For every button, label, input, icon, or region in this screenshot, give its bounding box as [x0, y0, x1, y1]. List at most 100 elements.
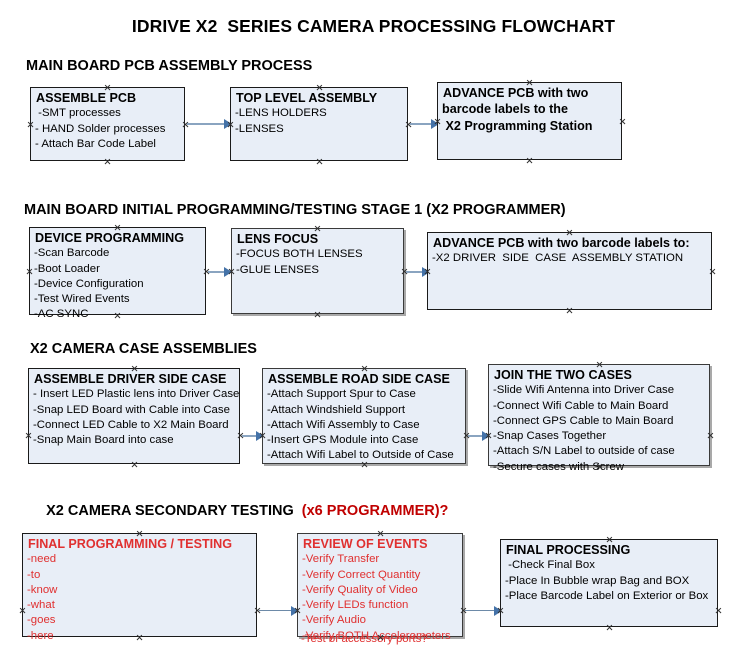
node-line: -Scan Barcode	[34, 247, 110, 260]
node-body: -Slide Wifi Antenna into Driver Case -Co…	[489, 383, 709, 475]
connector-lens-focus-to-advance-pcb-driver[interactable]	[406, 271, 426, 273]
node-line: -Boot Loader	[34, 262, 100, 275]
node-line: -Test Wired Events	[34, 293, 130, 306]
node-line: -LENSES	[235, 122, 284, 135]
node-line: -Attach Wifi Assembly to Case	[267, 418, 420, 431]
node-title: LENS FOCUS	[237, 232, 319, 246]
node-join-the-two-cases[interactable]: JOIN THE TWO CASES -Slide Wifi Antenna i…	[488, 364, 710, 473]
node-title: DEVICE PROGRAMMING	[35, 231, 185, 245]
node-line: -Verify Quality of Video	[302, 583, 418, 596]
node-review-of-events[interactable]: REVIEW OF EVENTS -Verify Transfer -Verif…	[297, 533, 463, 642]
connector-review-to-final-processing[interactable]	[465, 610, 498, 612]
node-line: -Snap LED Board with Cable into Case	[33, 403, 230, 416]
node-line: -Attach Windshield Support	[267, 403, 406, 416]
node-title: ASSEMBLE DRIVER SIDE CASE	[34, 372, 227, 386]
node-line: -Place Barcode Label on Exterior or Box	[505, 589, 709, 602]
node-line: -here	[27, 629, 54, 642]
node-line: -Insert GPS Module into Case	[267, 434, 419, 447]
node-line: -to	[27, 568, 41, 581]
arrowhead-icon	[431, 119, 439, 129]
node-title: FINAL PROGRAMMING / TESTING	[28, 537, 233, 551]
node-overflow-line: -Test of accessory ports?	[301, 633, 428, 645]
node-assemble-pcb[interactable]: ASSEMBLE PCB -SMT processes - HAND Solde…	[30, 87, 185, 161]
arrowhead-icon	[482, 431, 490, 441]
node-line: -Connect GPS Cable to Main Board	[493, 414, 674, 427]
node-line: -Connect Wifi Cable to Main Board	[493, 399, 669, 412]
node-assemble-road-side-case[interactable]: ASSEMBLE ROAD SIDE CASE -Attach Support …	[262, 368, 466, 464]
node-body: -Verify Transfer -Verify Correct Quantit…	[298, 552, 462, 644]
node-line: -GLUE LENSES	[236, 263, 319, 276]
node-line: -Slide Wifi Antenna into Driver Case	[493, 384, 675, 397]
node-line: -Attach Wifi Label to Outside of Case	[267, 449, 454, 462]
node-line: -Snap Main Board into case	[33, 434, 174, 447]
node-body: barcode labels to the X2 Programming Sta…	[438, 101, 621, 135]
node-assemble-driver-side-case[interactable]: ASSEMBLE DRIVER SIDE CASE - Insert LED P…	[28, 368, 240, 464]
node-line: -Verify Transfer	[302, 553, 380, 566]
node-line: -Device Configuration	[34, 277, 144, 290]
node-body: -SMT processes - HAND Solder processes -…	[31, 106, 184, 152]
node-title: TOP LEVEL ASSEMBLY	[236, 91, 378, 105]
node-title: REVIEW OF EVENTS	[303, 537, 428, 551]
node-body: - Insert LED Plastic lens into Driver Ca…	[29, 387, 239, 448]
arrowhead-icon	[256, 431, 264, 441]
node-line: -know	[27, 583, 58, 596]
connector-final-programming-to-review[interactable]	[259, 610, 295, 612]
node-line: -Verify Correct Quantity	[302, 568, 421, 581]
node-line: -Snap Cases Together	[493, 430, 607, 443]
section-heading-text: X2 CAMERA SECONDARY TESTING	[46, 503, 298, 519]
node-line: - Attach Bar Code Label	[35, 137, 156, 150]
arrowhead-icon	[494, 606, 502, 616]
node-line: - Insert LED Plastic lens into Driver Ca…	[33, 388, 240, 401]
node-body: -FOCUS BOTH LENSES -GLUE LENSES	[232, 247, 403, 278]
node-device-programming[interactable]: DEVICE PROGRAMMING -Scan Barcode -Boot L…	[29, 227, 206, 320]
node-line: -X2 DRIVER SIDE CASE ASSEMBLY STATION	[432, 252, 684, 265]
node-final-programming-testing[interactable]: FINAL PROGRAMMING / TESTING -need -to -k…	[22, 533, 257, 642]
connector-assemble-pcb-to-top-level[interactable]	[187, 123, 227, 125]
node-lens-focus[interactable]: LENS FOCUS -FOCUS BOTH LENSES -GLUE LENS…	[231, 228, 404, 314]
arrowhead-icon	[224, 267, 232, 277]
arrowhead-icon	[291, 606, 299, 616]
node-line: -Connect LED Cable to X2 Main Board	[33, 418, 229, 431]
node-title: ADVANCE PCB with two barcode labels to:	[433, 236, 690, 250]
node-line: -SMT processes	[35, 107, 121, 120]
node-line: -LENS HOLDERS	[235, 107, 327, 120]
node-line: X2 Programming Station	[442, 119, 593, 134]
page-title: IDRIVE X2 SERIES CAMERA PROCESSING FLOWC…	[131, 16, 616, 36]
arrowhead-icon	[224, 119, 232, 129]
node-body: -LENS HOLDERS -LENSES	[231, 106, 407, 137]
node-line: -Verify BOTH Accelerometers	[302, 629, 451, 642]
node-title: FINAL PROCESSING	[506, 543, 631, 557]
connector-driver-case-to-road-case[interactable]	[242, 435, 260, 437]
node-advance-pcb-programming-station[interactable]: ADVANCE PCB with two barcode labels to t…	[437, 82, 622, 160]
section-heading-x2-camera-secondary-testing: X2 CAMERA SECONDARY TESTING (x6 PROGRAMM…	[30, 487, 448, 535]
node-line: - HAND Solder processes	[35, 122, 166, 135]
node-body: -X2 DRIVER SIDE CASE ASSEMBLY STATION	[428, 251, 711, 266]
node-line: -Verify LEDs function	[302, 599, 409, 612]
node-body: -Attach Support Spur to Case -Attach Win…	[263, 387, 465, 463]
node-body: -Check Final Box -Place In Bubble wrap B…	[501, 558, 717, 604]
node-title: ASSEMBLE ROAD SIDE CASE	[268, 372, 450, 386]
node-advance-pcb-driver-side[interactable]: ADVANCE PCB with two barcode labels to: …	[427, 232, 712, 310]
node-final-processing[interactable]: FINAL PROCESSING -Check Final Box -Place…	[500, 539, 718, 627]
node-body: -need -to -know -what -goes -here	[23, 552, 256, 644]
node-body: -Scan Barcode -Boot Loader -Device Confi…	[30, 246, 205, 322]
section-heading-x2-camera-case-assemblies: X2 CAMERA CASE ASSEMBLIES	[30, 341, 257, 357]
node-line: -goes	[27, 614, 56, 627]
node-title: JOIN THE TWO CASES	[494, 368, 632, 382]
node-line: -need	[27, 553, 57, 566]
node-line: -Secure cases with Screw	[493, 460, 625, 473]
connector-device-programming-to-lens-focus[interactable]	[208, 271, 228, 273]
connector-road-case-to-join-cases[interactable]	[468, 435, 486, 437]
section-heading-main-board-pcb-assembly: MAIN BOARD PCB ASSEMBLY PROCESS	[26, 58, 313, 74]
node-title: ASSEMBLE PCB	[36, 91, 137, 105]
connector-top-level-to-advance-pcb[interactable]	[410, 123, 435, 125]
node-line: -Attach Support Spur to Case	[267, 388, 416, 401]
node-line: -AC SYNC	[34, 308, 89, 321]
node-line: -Check Final Box	[505, 559, 595, 572]
node-top-level-assembly[interactable]: TOP LEVEL ASSEMBLY -LENS HOLDERS -LENSES	[230, 87, 408, 161]
node-line: -Attach S/N Label to outside of case	[493, 445, 675, 458]
node-line: -Verify Audio	[302, 614, 366, 627]
arrowhead-icon	[422, 267, 430, 277]
node-line: -Place In Bubble wrap Bag and BOX	[505, 574, 690, 587]
